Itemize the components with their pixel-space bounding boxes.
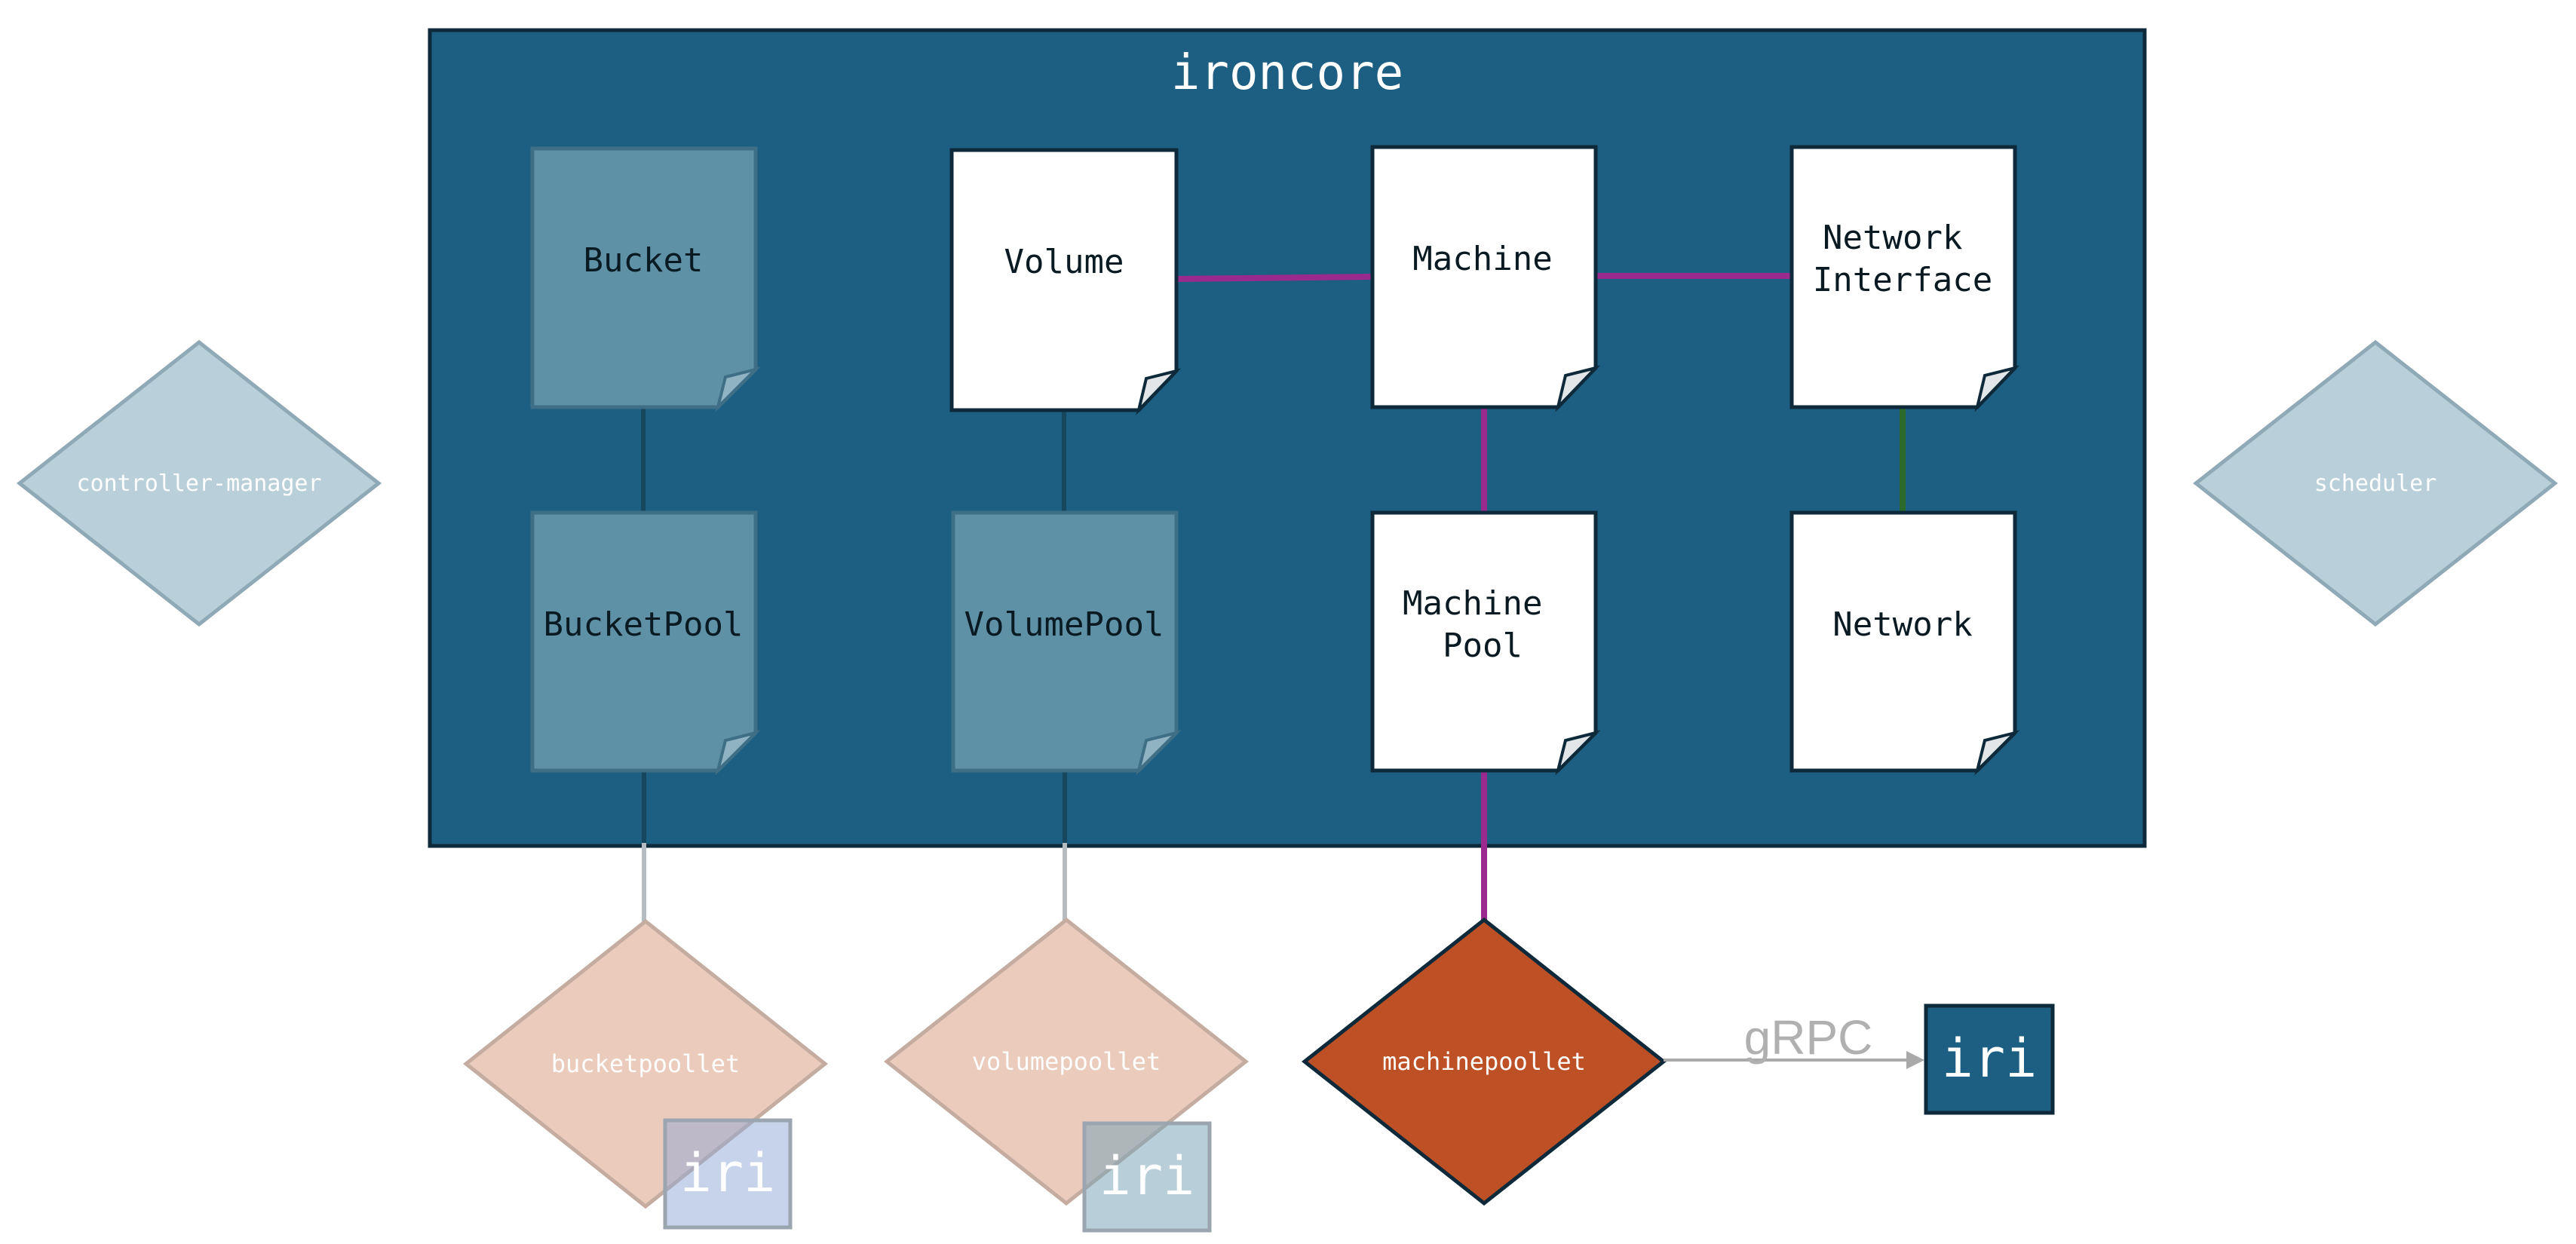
link-volume-machine [1176, 274, 1373, 282]
volume-label: Volume [1004, 243, 1124, 281]
ironcore-title: ironcore [1171, 45, 1403, 101]
machine-pool-label: Machine Pool [1403, 584, 1562, 665]
doc-fold [1974, 730, 2020, 776]
resource-machine-pool[interactable]: Machine Pool [1370, 510, 1601, 776]
doc-fold [715, 366, 761, 412]
iri-bucket-label: iri [680, 1142, 775, 1204]
machine-pool-label-line1: Machine [1403, 584, 1542, 623]
scheduler-node[interactable]: scheduler [2192, 339, 2559, 627]
doc-fold [1136, 368, 1182, 415]
volumepoollet-label: volumepoollet [972, 1047, 1161, 1076]
network-label: Network [1832, 605, 1972, 644]
iri-box-shape [1924, 1003, 2055, 1115]
iri-box-shape [663, 1118, 793, 1230]
grpc-label: gRPC [1744, 1010, 1873, 1065]
diamond-shape [16, 339, 382, 627]
controller-manager-label: controller-manager [76, 470, 321, 497]
resource-bucket[interactable]: Bucket [530, 146, 761, 412]
iri-machine-label: iri [1942, 1028, 2037, 1089]
grpc-connector: gRPC [1664, 1010, 1924, 1069]
volume-pool-label: VolumePool [964, 605, 1164, 644]
grpc-arrow-head [1906, 1051, 1924, 1069]
iri-volume-label: iri [1099, 1145, 1194, 1207]
doc-fold [1555, 365, 1601, 412]
diamond-shape [2192, 339, 2559, 627]
resource-network[interactable]: Network [1789, 510, 2020, 776]
machinepoollet-label: machinepoollet [1382, 1047, 1586, 1076]
doc-fold [715, 730, 761, 776]
controller-manager-node[interactable]: controller-manager [16, 339, 382, 627]
iri-box-machine[interactable]: iri [1924, 1003, 2055, 1115]
iri-box-shape [1082, 1121, 1212, 1233]
diamond-shape [1301, 917, 1667, 1206]
resource-network-interface[interactable]: Network Interface [1789, 145, 2020, 412]
resource-machine[interactable]: Machine [1370, 145, 1601, 412]
machine-label: Machine [1412, 240, 1552, 278]
network-interface-label-line1: Network [1823, 219, 1962, 257]
doc-fold [1136, 730, 1182, 776]
resource-bucket-pool[interactable]: BucketPool [530, 510, 761, 776]
doc-fold [1555, 730, 1601, 776]
resource-volume[interactable]: Volume [949, 148, 1182, 415]
doc-fold [1974, 365, 2020, 412]
machine-pool-label-line2: Pool [1443, 627, 1523, 665]
iri-box-bucket[interactable]: iri [663, 1118, 793, 1230]
bucket-label: Bucket [584, 241, 704, 280]
network-interface-label-line2: Interface [1813, 261, 1992, 299]
bucket-pool-label: BucketPool [544, 605, 744, 644]
scheduler-label: scheduler [2314, 470, 2437, 497]
network-interface-label: Network Interface [1813, 219, 1992, 299]
resource-volume-pool[interactable]: VolumePool [951, 510, 1182, 776]
machinepoollet-node[interactable]: machinepoollet [1301, 917, 1667, 1206]
bucketpoollet-label: bucketpoollet [551, 1049, 740, 1078]
iri-box-volume[interactable]: iri [1082, 1121, 1212, 1233]
